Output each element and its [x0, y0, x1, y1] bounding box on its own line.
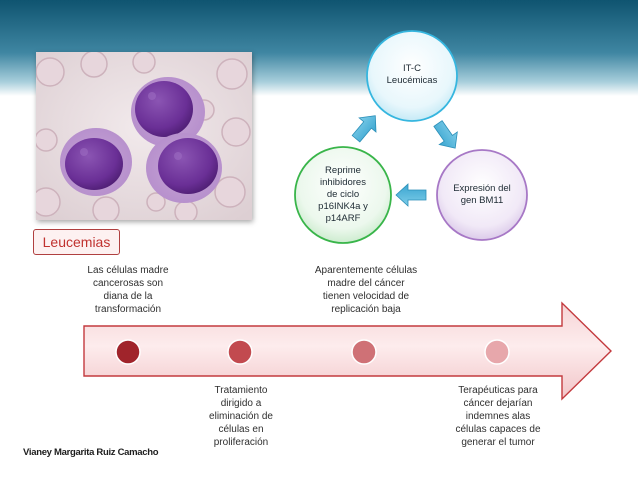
author-credit: Vianey Margarita Ruiz Camacho [23, 447, 159, 458]
cycle-node-bm11 [436, 149, 528, 241]
timeline-dot-4 [484, 339, 510, 365]
page-title: Leucemias [42, 234, 111, 250]
timeline-note-therapeutics: Terapéuticas para cáncer dejarían indemn… [455, 385, 541, 448]
cycle-arrow-to-top [351, 115, 377, 143]
timeline-note-low-replication: Aparentemente células madre del cáncer t… [314, 265, 418, 315]
title-badge: Leucemias [33, 229, 120, 255]
timeline-dot-2 [227, 339, 253, 365]
cycle-node-it-c-label: IT-C Leucémicas [386, 63, 438, 86]
timeline-note-stem-cells-target: Las células madre cancerosas son diana d… [87, 265, 169, 315]
timeline-dot-1 [115, 339, 141, 365]
leukemia-micrograph [36, 52, 252, 220]
cycle-node-bm11-label: Expresión del gen BM11 [453, 183, 511, 206]
cycle-arrow-to-left [395, 183, 427, 207]
cycle-node-it-c [366, 30, 458, 122]
cycle-arrow-to-right [433, 120, 458, 149]
timeline-dot-3 [351, 339, 377, 365]
cycle-node-reprime [294, 146, 392, 244]
timeline-note-treatment: Tratamiento dirigido a eliminación de cé… [209, 385, 273, 448]
cycle-node-reprime-label: Reprime inhibidores de ciclo p16INK4a y … [318, 165, 368, 224]
